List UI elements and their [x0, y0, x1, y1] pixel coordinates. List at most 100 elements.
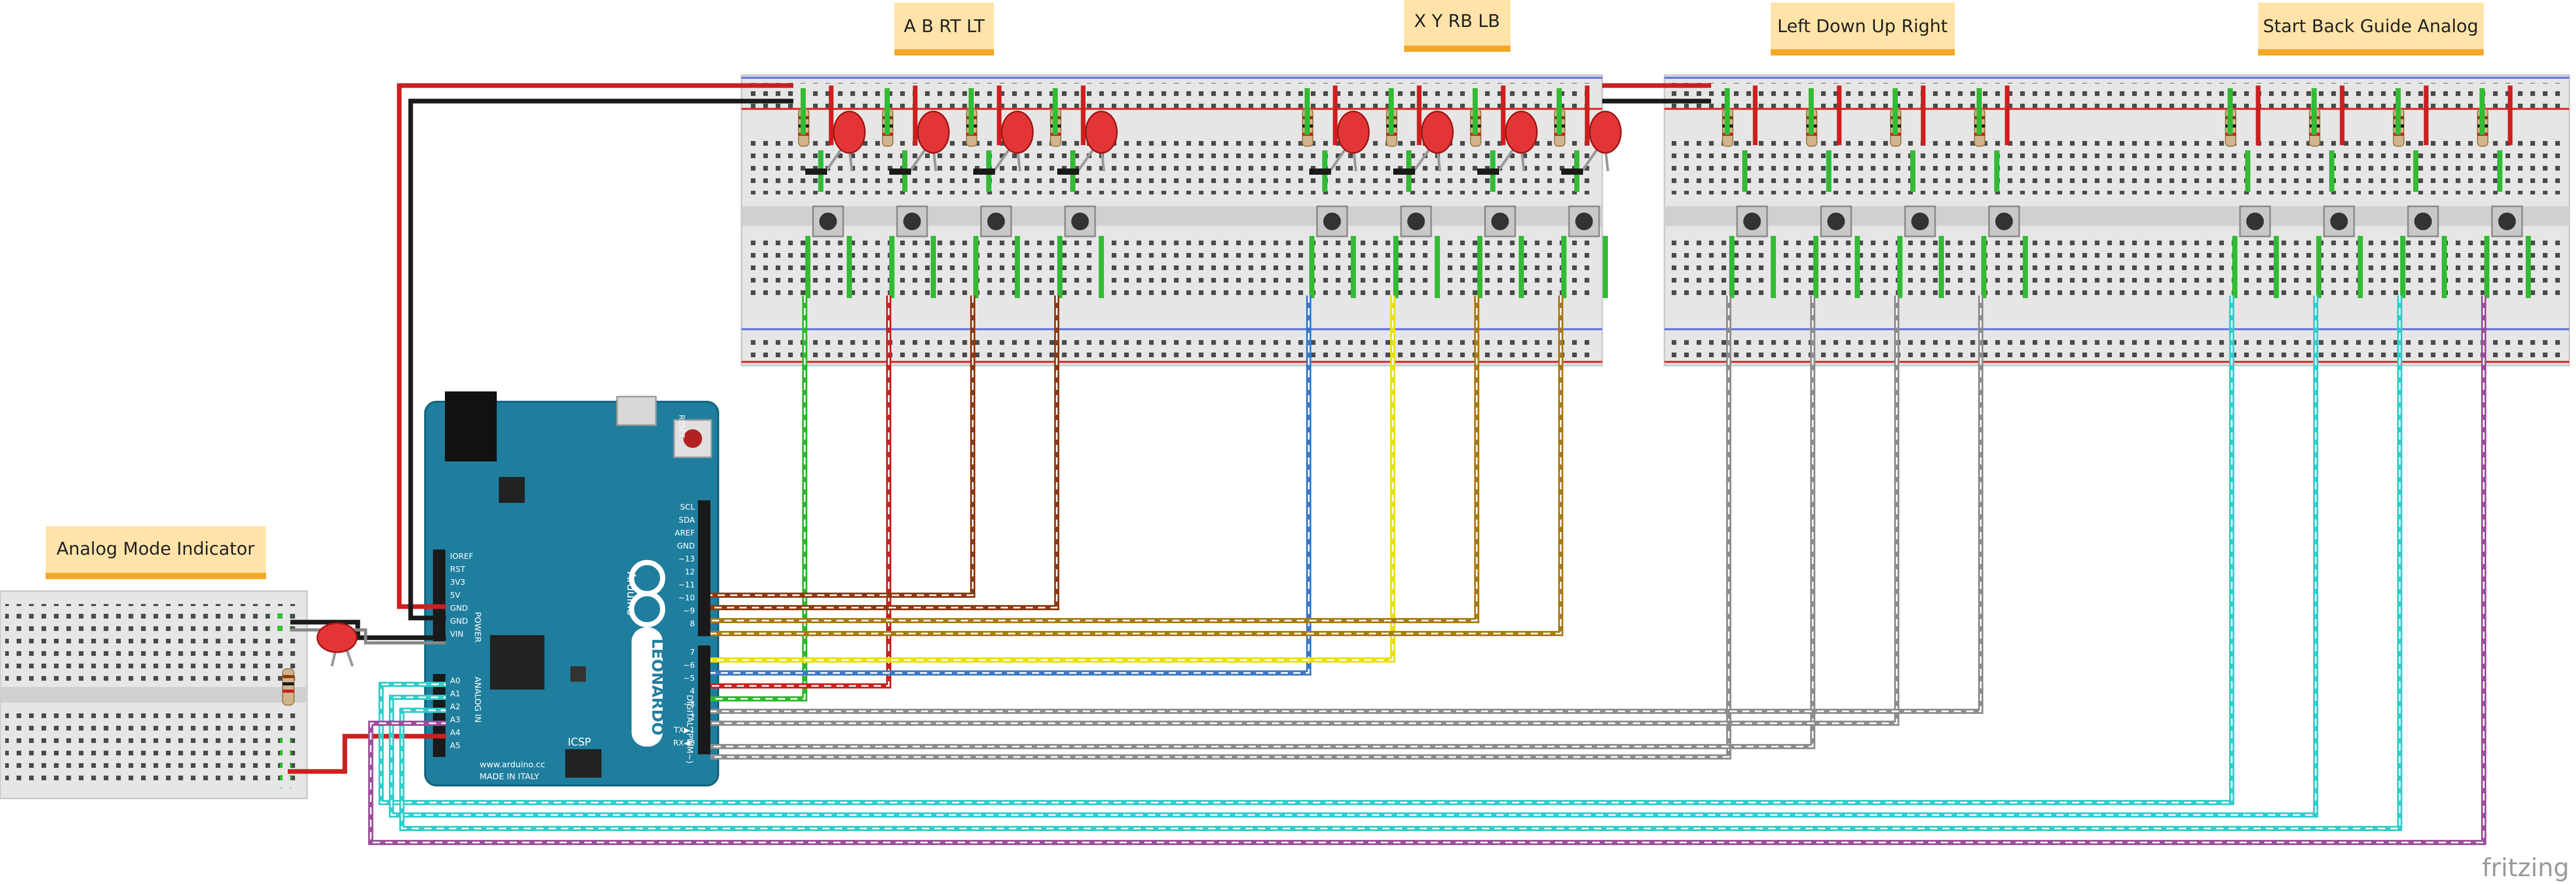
reset-label: RESET: [677, 415, 685, 438]
pin-label: 3V3: [450, 578, 465, 587]
digital-header-bottom: [698, 645, 710, 754]
brand-label: Arduino: [624, 571, 637, 615]
pin-label: AREF: [675, 528, 695, 538]
breadboard-main-left: [740, 74, 1603, 367]
pin-label: TX▶1: [673, 725, 695, 735]
pin-label: ~11: [678, 580, 695, 589]
push-button: [2323, 205, 2355, 237]
svg-text:X Y RB LB: X Y RB LB: [1414, 11, 1500, 32]
pin-label: SDA: [679, 515, 695, 525]
pin-label: ~6: [683, 661, 695, 670]
arduino-logo: [629, 560, 665, 627]
button-cap: [819, 213, 837, 230]
icsp-label: ICSP: [568, 736, 591, 748]
pin-label: ~13: [678, 554, 695, 564]
pin-label: VIN: [450, 629, 464, 639]
power-pin-labels: IOREF RST 3V3 5V GND GND VIN: [450, 552, 473, 639]
button-cap: [903, 213, 921, 230]
note-dpad: Left Down Up Right: [1771, 3, 1955, 55]
led: [1589, 110, 1622, 154]
analog-indicator-led: [316, 622, 358, 667]
fritzing-watermark: fritzing: [2482, 853, 2569, 882]
button-cap: [2330, 213, 2348, 230]
push-button: [1484, 205, 1516, 237]
power-header: [433, 550, 445, 643]
button-unit: [882, 86, 950, 298]
pin-label: GND: [677, 541, 695, 551]
origin-label: MADE IN ITALY: [480, 771, 539, 781]
svg-text:A B RT LT: A B RT LT: [904, 16, 985, 37]
button-cap: [1743, 213, 1761, 230]
button-unit: [1554, 86, 1622, 298]
component-units: [798, 86, 2531, 298]
voltage-regulator: [499, 477, 525, 503]
wire-5v-red: [397, 83, 793, 609]
button-unit: [2393, 86, 2447, 298]
button-unit: [1386, 86, 1454, 298]
button-cap: [1491, 213, 1509, 230]
button-unit: [1890, 86, 1944, 298]
button-unit: [1050, 86, 1118, 298]
pin-label: IOREF: [450, 552, 473, 561]
breadboard-small: [0, 590, 308, 799]
pin-label: 8: [690, 619, 695, 628]
note-abrtlt: A B RT LT: [894, 3, 994, 55]
pin-label: GND: [450, 616, 468, 626]
website-label: www.arduino.cc: [480, 760, 545, 769]
button-unit: [2477, 86, 2531, 298]
usb-port: [616, 396, 657, 426]
pin-label: GND: [450, 603, 468, 613]
analog-header: [433, 674, 445, 757]
button-cap: [987, 213, 1005, 230]
analog-indicator-resistor: [282, 668, 295, 706]
button-unit: [1470, 86, 1538, 298]
button-unit: [1806, 86, 1860, 298]
pin-label: A4: [450, 728, 460, 737]
note-sys: Start Back Guide Analog: [2258, 3, 2484, 55]
note-xyrblb: X Y RB LB: [1404, 0, 1510, 52]
svg-text:Analog Mode Indicator: Analog Mode Indicator: [57, 539, 255, 559]
analog-header-label: ANALOG IN: [473, 677, 483, 723]
pin-label: 2: [690, 712, 695, 722]
model-label: LEONARDO: [648, 639, 666, 736]
button-unit: [1722, 86, 1776, 298]
button-cap: [1323, 213, 1341, 230]
reset-button: [673, 419, 712, 458]
pin-label: A0: [450, 676, 460, 685]
led: [917, 110, 950, 154]
digital-pin-labels: SCLSDAAREFGND~1312~11~10~987~6~54~32TX▶1…: [673, 502, 695, 748]
button-cap: [1995, 213, 2013, 230]
button-unit: [2225, 86, 2279, 298]
digital-header-top: [698, 500, 710, 636]
led: [1085, 110, 1118, 154]
led: [1337, 110, 1370, 154]
wires: [288, 83, 2486, 845]
led: [1001, 110, 1034, 154]
pin-label: A1: [450, 689, 460, 698]
notes-layer: A B RT LT X Y RB LB Left Down Up Right S…: [46, 0, 2484, 579]
pin-label: 5V: [450, 591, 461, 600]
pin-label: RST: [450, 565, 466, 574]
led: [1421, 110, 1454, 154]
pin-label: RX◀0: [673, 738, 695, 748]
button-unit: [798, 86, 866, 298]
led: [1505, 110, 1538, 154]
arduino-leonardo-board: LEONARDO Arduino www.arduino.cc MADE IN …: [424, 391, 719, 786]
pin-label: A2: [450, 702, 460, 711]
button-unit: [2309, 86, 2363, 298]
button-unit: [1302, 86, 1370, 298]
pin-label: A3: [450, 715, 460, 724]
pin-label: ~3: [683, 699, 695, 709]
button-cap: [1575, 213, 1593, 230]
pin-label: ~9: [683, 606, 695, 615]
digital-header-label: DIGITAL (PWM~): [685, 695, 695, 764]
pin-label: 4: [690, 686, 695, 696]
power-jack: [445, 391, 497, 461]
model-plate: [632, 627, 663, 747]
button-cap: [1827, 213, 1845, 230]
pin-label: 12: [685, 567, 695, 577]
svg-text:Left Down Up Right: Left Down Up Right: [1777, 16, 1948, 37]
button-cap: [2414, 213, 2432, 230]
